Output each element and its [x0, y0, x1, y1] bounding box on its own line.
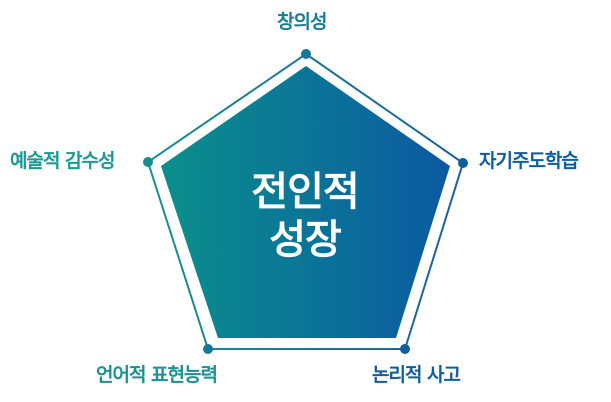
label-bottom-left: 언어적 표현능력 — [96, 364, 218, 386]
vertex-dot-top — [301, 49, 311, 59]
vertex-dot-right — [458, 158, 468, 168]
outer-pentagon-outline — [146, 52, 465, 350]
vertex-dot-bottom-left — [203, 344, 213, 354]
vertex-dot-left — [143, 157, 153, 167]
center-title-line1: 전인적 — [251, 169, 359, 215]
center-title-line2: 성장 — [269, 217, 342, 263]
label-top: 창의성 — [277, 11, 327, 33]
label-bottom-right: 논리적 사고 — [372, 364, 461, 386]
inner-pentagon — [161, 66, 450, 338]
label-left: 예술적 감수성 — [10, 150, 115, 172]
center-title: 전인적 성장 — [205, 168, 405, 264]
label-right: 자기주도학습 — [479, 150, 579, 172]
vertex-dot-bottom-right — [400, 344, 410, 354]
